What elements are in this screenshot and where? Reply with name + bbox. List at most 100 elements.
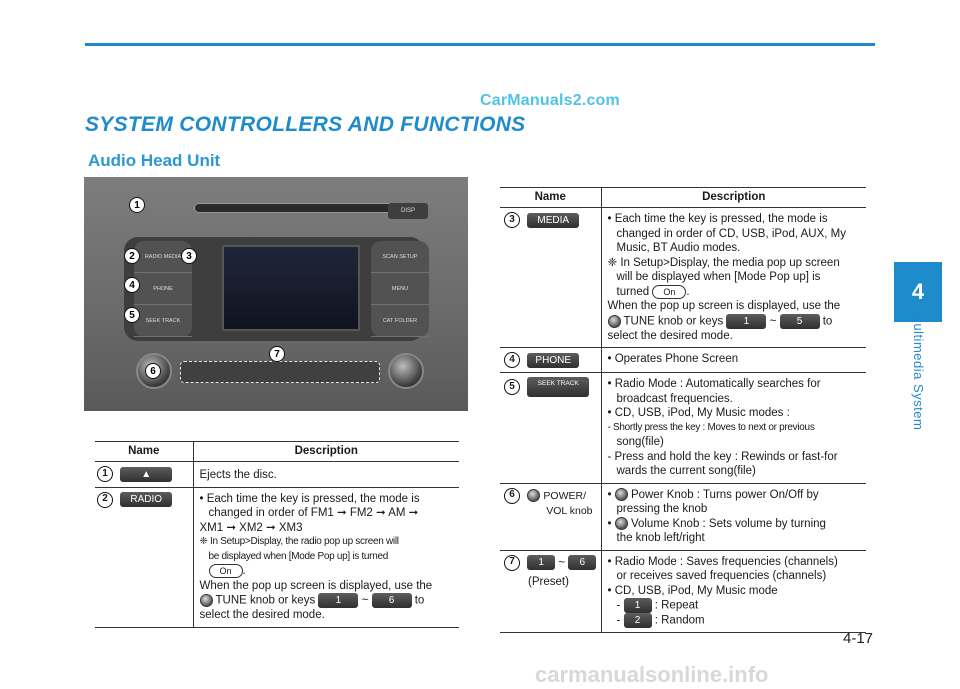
header-description: Description	[193, 441, 459, 462]
eject-key: ▲	[120, 466, 173, 482]
display-screen	[222, 245, 360, 331]
desc-line: wards the current song(file)	[616, 465, 756, 478]
desc-line: turned	[616, 285, 650, 298]
chapter-label: Multimedia System	[911, 312, 926, 431]
marker-1: 1	[129, 197, 145, 213]
dash: -	[616, 614, 624, 627]
power-label: POWER/	[543, 489, 586, 502]
media-key: MEDIA	[527, 212, 580, 228]
vol-knob-label: VOL knob	[546, 504, 593, 517]
watermark-top: CarManuals2.com	[480, 92, 620, 109]
top-rule	[85, 43, 875, 46]
radio-key: RADIO	[120, 492, 173, 507]
dash: -	[616, 599, 624, 612]
phone-key: PHONE	[527, 352, 580, 368]
table-row: 6 POWER/ VOL knob • Power Knob : Turns p…	[500, 483, 866, 551]
header-name: Name	[95, 441, 194, 462]
radio-media-label: RADIO MEDIA	[134, 241, 192, 273]
scan-setup-label: SCAN SETUP	[371, 241, 429, 273]
table-row: 2 RADIO • Each time the key is pressed, …	[95, 487, 459, 628]
desc-line: • Radio Mode : Automatically searches fo…	[607, 378, 821, 391]
tilde: ~	[558, 556, 566, 569]
disp-button: DISP	[388, 203, 428, 219]
preset-key-6: 6	[371, 593, 412, 609]
preset-key-1: 1	[726, 313, 767, 329]
seek-track-label: SEEK TRACK	[134, 305, 192, 337]
right-function-table: Name Description 3 MEDIA • Each time the…	[500, 187, 866, 634]
desc-line: will be displayed when [Mode Pop up] is	[616, 271, 821, 283]
desc-line: : Repeat	[651, 599, 699, 612]
desc-line: .	[686, 285, 690, 298]
desc-line: Power Knob : Turns power On/Off by	[630, 488, 819, 501]
desc-line: be displayed when [Mode Pop up] is turne…	[208, 550, 389, 562]
desc-line: • CD, USB, iPod, My Music mode	[607, 584, 778, 597]
random-key-2: 2	[623, 613, 652, 629]
desc-line: to	[822, 315, 833, 328]
desc-line: When the pop up screen is displayed, use…	[199, 579, 433, 592]
desc-line: song(file)	[616, 436, 664, 449]
desc-line: • CD, USB, iPod, My Music modes :	[607, 407, 790, 420]
desc-line: changed in order of FM1 ➞ FM2 ➞ AM ➞	[208, 507, 419, 519]
header-description: Description	[601, 187, 866, 208]
cd-slot	[194, 203, 416, 213]
desc-line: Ejects the disc.	[199, 469, 277, 481]
marker-4: 4	[124, 277, 140, 293]
desc-line: broadcast frequencies.	[616, 392, 733, 405]
marker-3: 3	[181, 248, 197, 264]
table-row: 1 ▲ Ejects the disc.	[95, 461, 459, 488]
preset-key-6: 6	[568, 555, 597, 571]
desc-line: select the desired mode.	[199, 609, 325, 622]
preset-key-1: 1	[527, 555, 556, 571]
watermark-bottom: carmanualsonline.info	[535, 662, 769, 687]
preset-key-5: 5	[779, 313, 820, 329]
volume-knob-icon	[614, 517, 628, 531]
desc-line: • Radio Mode : Saves frequencies (channe…	[607, 555, 838, 568]
tilde: ~	[361, 594, 369, 607]
desc-line: • Each time the key is pressed, the mode…	[607, 213, 828, 225]
table-row: 3 MEDIA • Each time the key is pressed, …	[500, 207, 866, 349]
desc-line: - Press and hold the key : Rewinds or fa…	[607, 450, 838, 463]
desc-line: Music, BT Audio modes.	[616, 242, 741, 254]
desc-line: ❈ In Setup>Display, the media pop up scr…	[607, 256, 840, 269]
header-name: Name	[500, 187, 602, 208]
preset-strip	[180, 361, 380, 383]
preset-key-1: 1	[318, 593, 359, 609]
desc-line: When the pop up screen is displayed, use…	[607, 300, 841, 313]
item-number: 7	[504, 554, 520, 571]
desc-line: - Shortly press the key : Moves to next …	[607, 421, 815, 433]
sub-title: Audio Head Unit	[88, 151, 221, 170]
item-number: 2	[97, 491, 113, 508]
desc-line: XM1 ➞ XM2 ➞ XM3	[199, 521, 303, 534]
desc-line: ❈ In Setup>Display, the radio pop up scr…	[199, 536, 400, 547]
power-volume-knob	[136, 353, 172, 389]
phone-label: PHONE	[134, 273, 192, 305]
tune-knob-icon	[607, 314, 621, 328]
desc-line: select the desired mode.	[607, 329, 733, 342]
item-number: 4	[504, 352, 520, 369]
cat-folder-label: CAT FOLDER	[371, 305, 429, 337]
desc-line: TUNE knob or keys	[215, 594, 316, 607]
desc-line: TUNE knob or keys	[623, 315, 724, 328]
desc-line: pressing the knob	[616, 503, 708, 516]
item-number: 5	[504, 379, 520, 396]
preset-label: (Preset)	[528, 575, 569, 588]
right-button-column: SCAN SETUP MENU CAT FOLDER	[371, 241, 429, 337]
desc-line: Volume Knob : Sets volume by turning	[630, 517, 826, 530]
repeat-key-1: 1	[623, 598, 652, 614]
item-number: 6	[504, 487, 520, 504]
page-number: 4-17	[843, 630, 874, 647]
desc-line: • Each time the key is pressed, the mode…	[199, 492, 420, 505]
desc-line: : Random	[651, 614, 705, 627]
chapter-tab: 4	[894, 262, 942, 322]
desc-line: changed in order of CD, USB, iPod, AUX, …	[616, 227, 846, 240]
tune-knob-icon	[199, 594, 213, 608]
tune-knob	[388, 353, 424, 389]
left-function-table: Name Description 1 ▲ Ejects the disc. 2 …	[95, 441, 459, 628]
desc-line: or receives saved frequencies (channels)	[616, 570, 827, 583]
table-row: 7 1 ~ 6 (Preset) • Radio Mode : Saves fr…	[500, 550, 866, 634]
desc-line: the knob left/right	[616, 532, 705, 545]
item-number: 1	[97, 466, 113, 482]
marker-6: 6	[145, 363, 161, 379]
desc-line: .	[242, 565, 246, 578]
table-row: 5 SEEK TRACK • Radio Mode : Automaticall…	[500, 372, 866, 484]
